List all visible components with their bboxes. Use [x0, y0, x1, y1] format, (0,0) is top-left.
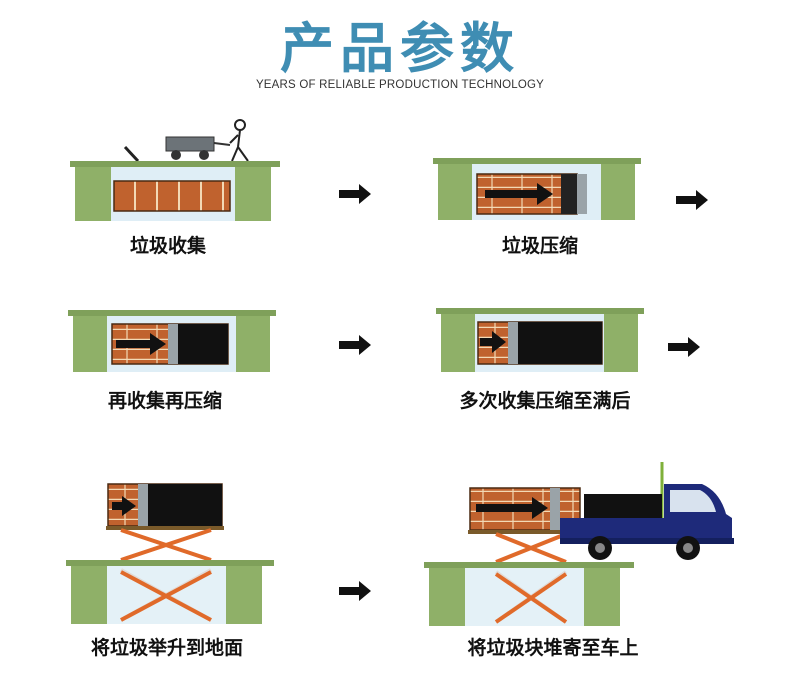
step-collect-illustration — [70, 119, 280, 221]
step-collect — [70, 115, 280, 225]
right-arrow-icon — [339, 335, 371, 355]
truck-icon — [560, 462, 734, 560]
step-full-illustration — [436, 308, 644, 372]
step-compress — [433, 158, 643, 224]
trolley-icon — [123, 136, 231, 163]
step-recollect — [68, 310, 278, 376]
step-full — [436, 308, 646, 376]
push-arrow-icon — [476, 497, 548, 519]
step-lift-illustration — [66, 483, 274, 624]
right-arrow-icon — [339, 581, 371, 601]
worker-icon — [229, 119, 249, 162]
push-arrow-icon — [480, 331, 506, 353]
step-compress-caption: 垃圾压缩 — [501, 235, 579, 257]
step-lift — [66, 480, 276, 626]
step-full-caption: 多次收集压缩至满后 — [459, 390, 631, 412]
push-arrow-icon — [112, 496, 136, 516]
right-arrow-icon — [668, 337, 700, 357]
step-recollect-illustration — [68, 310, 276, 372]
right-arrow-icon — [339, 184, 371, 204]
step-recollect-caption: 再收集再压缩 — [107, 390, 223, 412]
right-arrow-icon — [676, 190, 708, 210]
page-subtitle: YEARS OF RELIABLE PRODUCTION TECHNOLOGY — [255, 79, 545, 91]
step-load-caption: 将垃圾块堆寄至车上 — [467, 637, 639, 659]
step-collect-caption: 垃圾收集 — [129, 235, 207, 257]
step-load-illustration — [424, 462, 734, 626]
push-arrow-icon — [485, 183, 553, 205]
step-load — [424, 462, 744, 628]
step-lift-caption: 将垃圾举升到地面 — [90, 637, 244, 659]
step-compress-illustration — [433, 158, 641, 220]
push-arrow-icon — [116, 333, 166, 355]
page-title: 产品参数 — [280, 17, 520, 80]
